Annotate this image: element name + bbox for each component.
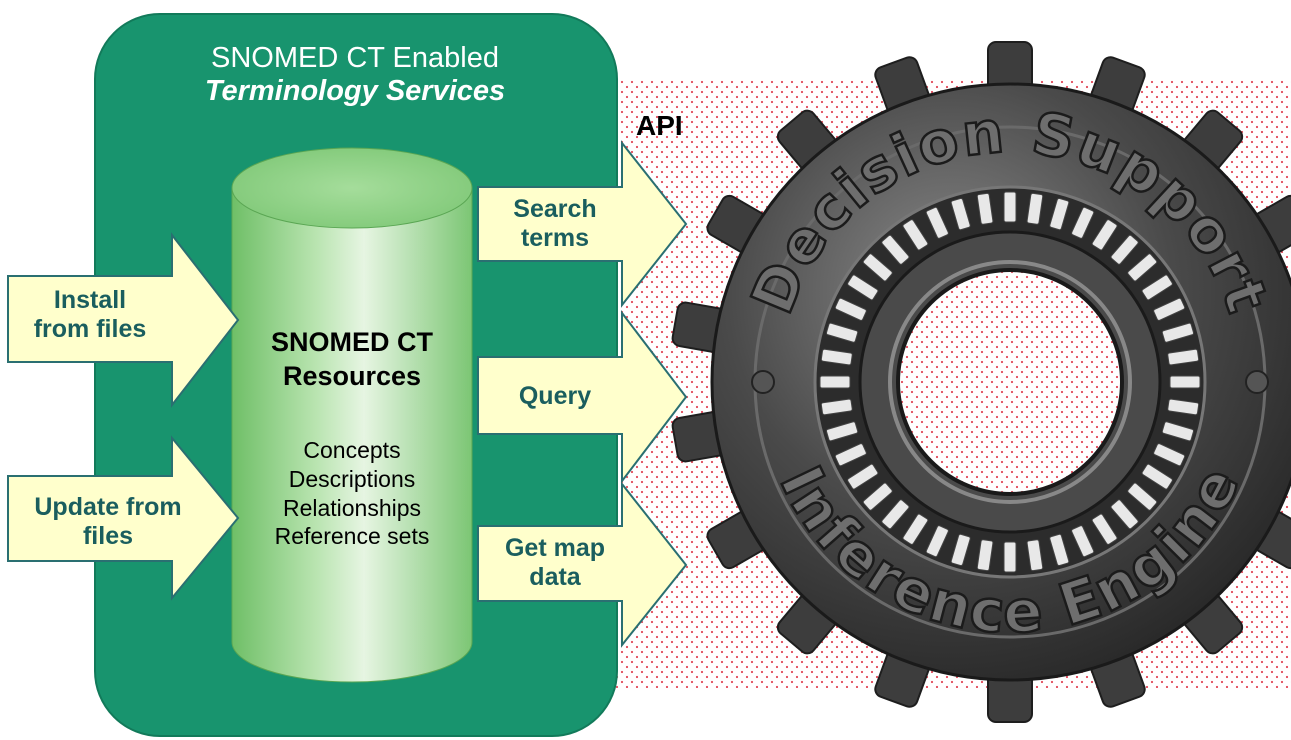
install-label-line2: from files: [33, 314, 147, 343]
gear-inner-slot: [820, 348, 853, 366]
gear-inner-slot: [881, 234, 910, 265]
gear-inner-slot: [834, 443, 867, 467]
gear-inner-slot: [1071, 525, 1095, 558]
install-arrow-label: Install from files: [8, 286, 172, 344]
update-from-files-arrow: [7, 435, 240, 601]
gear-inner-slot: [1003, 541, 1017, 573]
gear-inner-slot: [1127, 253, 1158, 282]
update-arrow-label: Update from files: [8, 493, 208, 551]
gear-inner-slot: [819, 375, 851, 389]
gear-inner-slot: [1167, 398, 1200, 416]
get-map-data-label: Get map data: [488, 534, 622, 592]
gear-inner-slot: [1091, 219, 1118, 251]
cylinder-title-line2: Resources: [282, 360, 422, 391]
gear-inner-slot: [825, 322, 859, 343]
search-label-line1: Search: [513, 195, 597, 223]
cylinder-item-relationships: Relationships: [282, 494, 422, 521]
gear-inner-slot: [1110, 234, 1139, 265]
gear-inner-slot: [881, 499, 910, 530]
search-label-line2: terms: [520, 223, 590, 252]
gear-inner-slot: [925, 206, 949, 239]
gear-inner-slot: [1091, 513, 1118, 545]
gear-inner-slot: [847, 463, 879, 490]
gear-inner-slot: [976, 192, 994, 225]
cylinder-title: SNOMED CT Resources: [232, 326, 472, 394]
install-from-files-arrow: [7, 232, 240, 408]
gear-inner-slot: [1153, 443, 1186, 467]
gear-inner-slot: [1049, 533, 1070, 567]
gear-inner-slot: [820, 398, 853, 416]
gear-inner-slot: [925, 525, 949, 558]
getmap-label-line2: data: [529, 562, 581, 591]
gear-inner-slot: [902, 513, 929, 545]
gear-inner-slot: [1153, 297, 1186, 321]
gear-inner-slot: [1161, 421, 1195, 442]
gear-inner-slot: [1127, 482, 1158, 511]
gear-inner-slot: [1161, 322, 1195, 343]
query-label-line1: Query: [518, 382, 592, 410]
query-label: Query: [488, 382, 622, 411]
services-title: SNOMED CT Enabled Terminology Services: [100, 42, 610, 109]
gear-inner-slot: [1026, 539, 1044, 572]
cylinder-items: Concepts Descriptions Relationships Refe…: [232, 436, 472, 551]
getmap-label-line1: Get map: [504, 534, 606, 562]
gear-inner-slot: [950, 197, 971, 231]
gear-inner-slot: [1049, 197, 1070, 231]
gear-inner-slot: [902, 219, 929, 251]
gear-inner-slot: [1141, 463, 1173, 490]
query-arrow: [477, 310, 688, 484]
services-title-line1: SNOMED CT Enabled: [211, 42, 499, 74]
cylinder-item-concepts: Concepts: [303, 437, 401, 463]
gear-inner-slot: [862, 253, 893, 282]
gear-inner-slot: [1026, 192, 1044, 225]
gear-inner-slot: [950, 533, 971, 567]
gear-inner-slot: [1167, 348, 1200, 366]
gear-inner-slot: [1071, 206, 1095, 239]
install-label-line1: Install: [53, 286, 127, 314]
snomed-resources-cylinder: [231, 147, 473, 683]
search-terms-label: Search terms: [488, 195, 622, 253]
gear-inner-slot: [862, 482, 893, 511]
gear-inner-slot: [825, 421, 859, 442]
gear-inner-slot: [834, 297, 867, 321]
gear-inner-slot: [1003, 191, 1017, 223]
api-label: API: [636, 110, 683, 141]
gear-inner-slot: [1110, 499, 1139, 530]
get-map-data-arrow: [477, 481, 688, 648]
gear-inner-slot: [976, 539, 994, 572]
services-title-line2: Terminology Services: [204, 75, 506, 108]
gear-inner-slot: [1169, 375, 1201, 389]
gear-inner-slot: [1141, 274, 1173, 301]
cylinder-title-line1: SNOMED CT: [271, 327, 433, 357]
cylinder-item-descriptions: Descriptions: [288, 465, 416, 492]
decision-support-gear-icon: Decision Support Inference Engine: [671, 41, 1291, 723]
update-label-line2: files: [82, 521, 134, 550]
gear-inner-slot: [847, 274, 879, 301]
search-terms-arrow: [477, 140, 688, 308]
update-label-line1: Update from: [34, 493, 182, 521]
cylinder-item-reference-sets: Reference sets: [274, 523, 430, 550]
